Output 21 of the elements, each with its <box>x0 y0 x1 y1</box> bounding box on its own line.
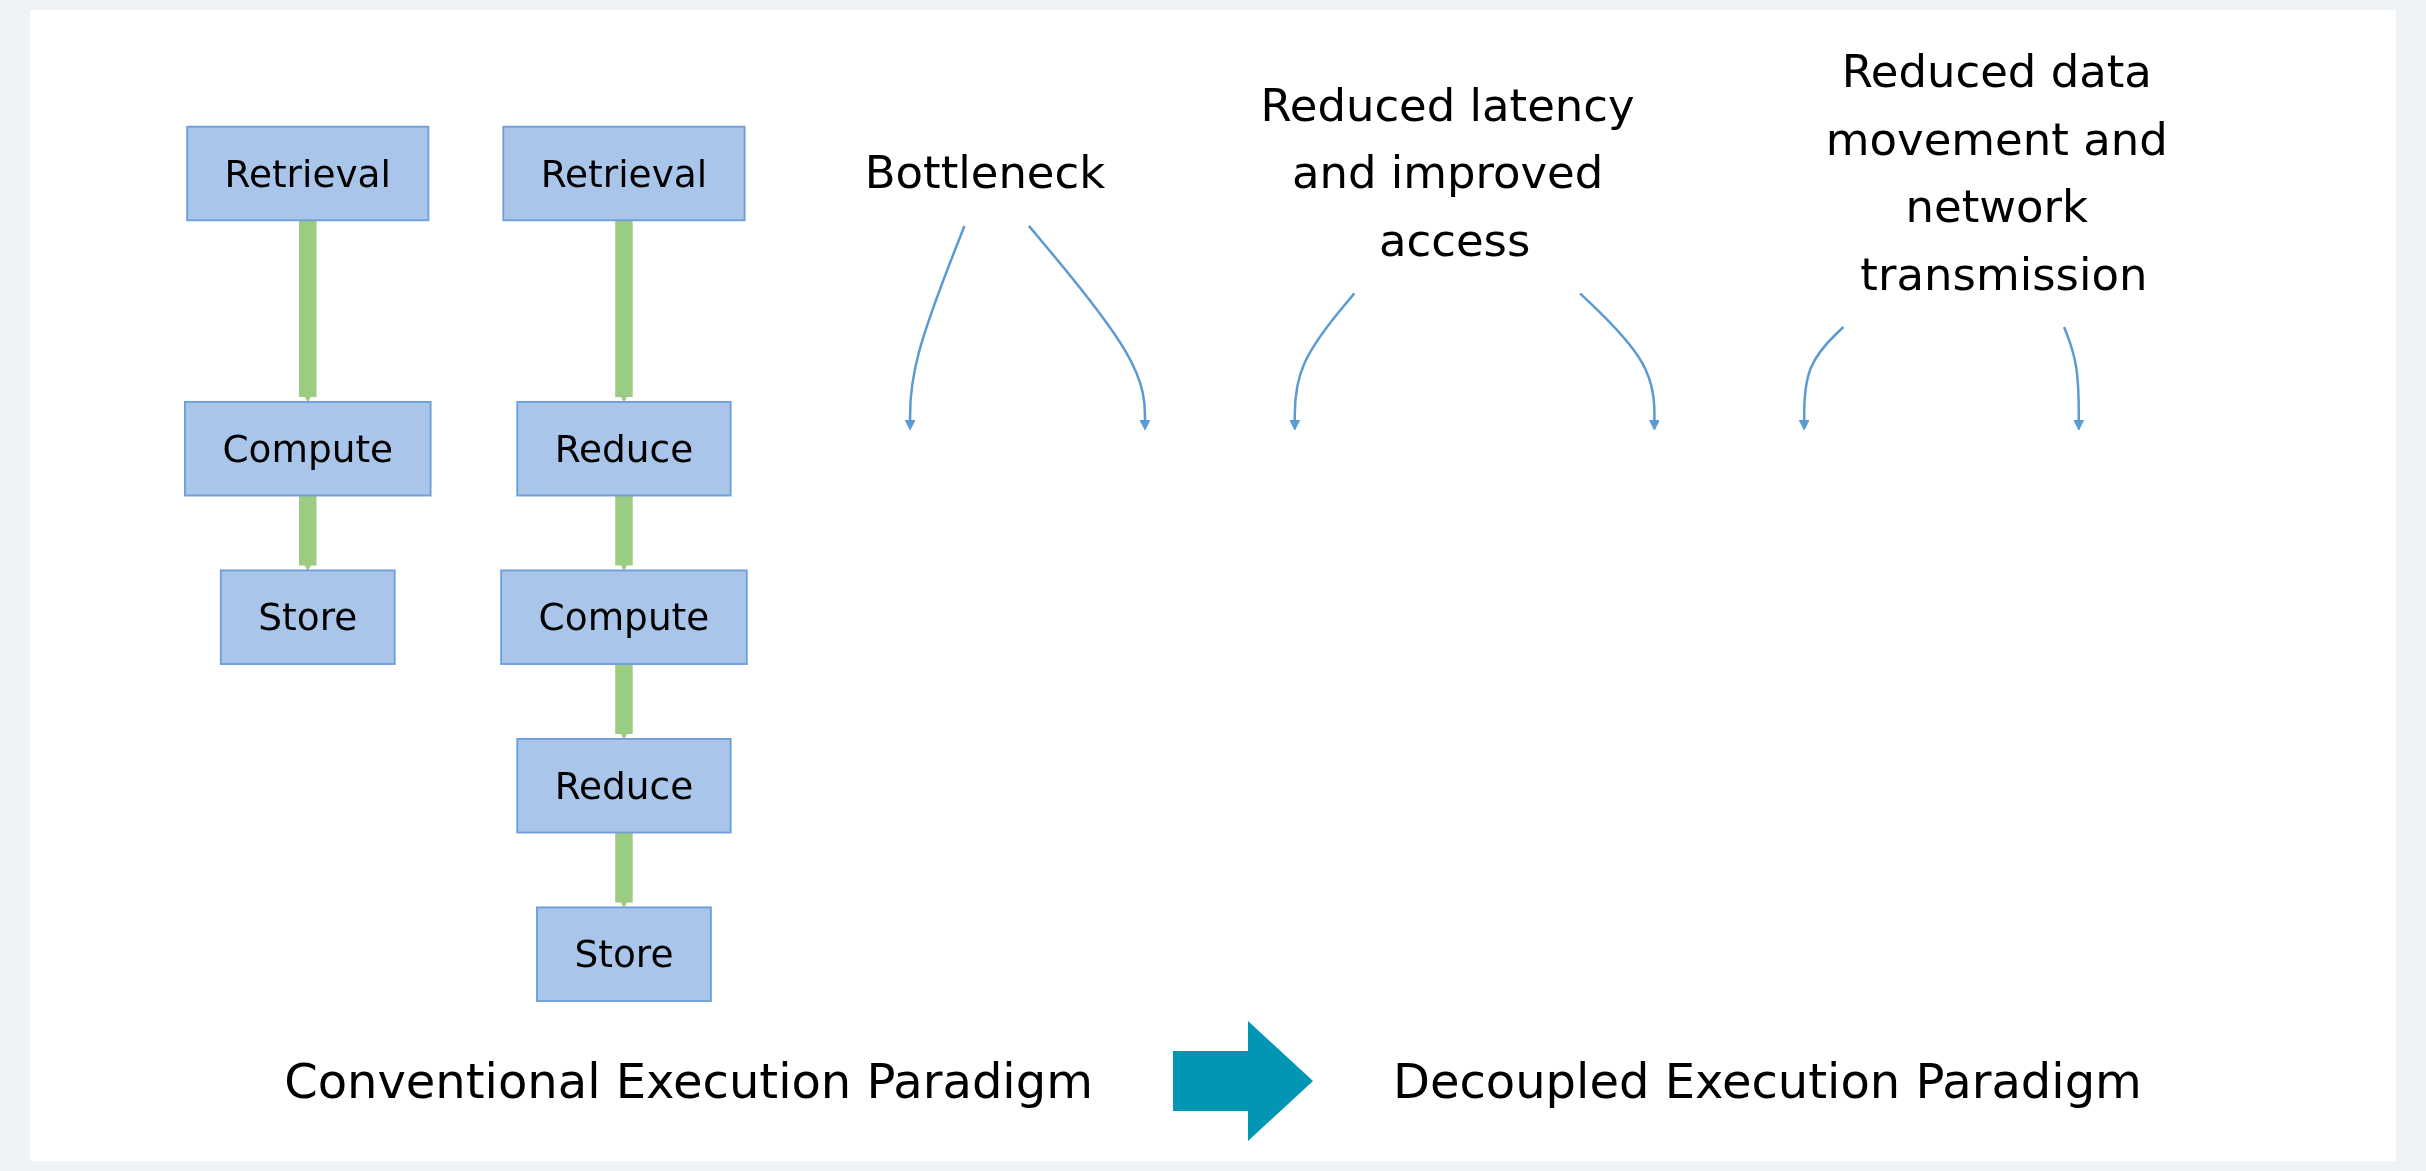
node-box: Store <box>219 569 396 665</box>
arrow <box>2062 326 2085 431</box>
node-text: Bottleneck <box>864 147 1106 199</box>
paradigm-title: Decoupled Execution Paradigm <box>1392 1053 2142 1109</box>
arrow <box>615 220 633 403</box>
node-box: Reduce <box>516 737 732 834</box>
arrow <box>299 220 317 403</box>
paradigm-title: Conventional Execution Paradigm <box>284 1053 1093 1109</box>
node-box: Compute <box>184 400 432 497</box>
node-box: Store <box>536 906 712 1002</box>
node-box: Reduce <box>516 400 732 497</box>
arrow <box>1027 225 1151 431</box>
arrow <box>1289 292 1356 431</box>
node-box: Retrieval <box>502 125 746 222</box>
node-box: Compute <box>500 569 748 665</box>
node-text: Reduced data movement and network transmission <box>1825 46 2168 300</box>
arrow <box>904 225 966 431</box>
arrow <box>1579 292 1660 431</box>
node-box: Retrieval <box>186 125 430 222</box>
arrow <box>1798 326 1845 431</box>
node-text: Reduced latency and improved access <box>1260 79 1635 266</box>
